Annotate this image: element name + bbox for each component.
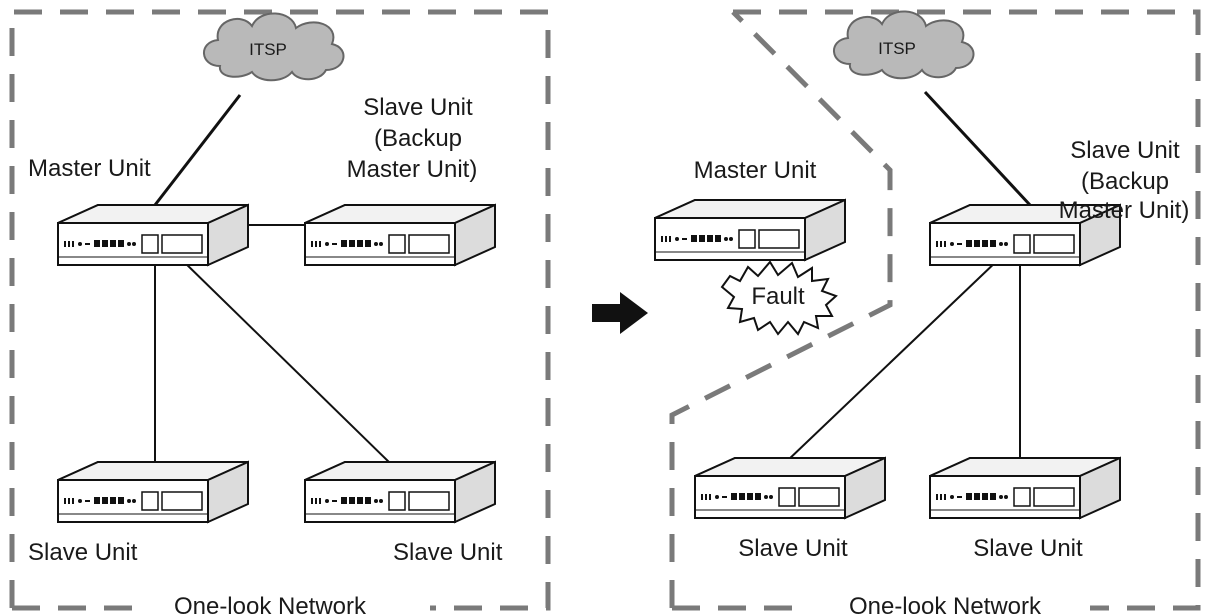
backup-right-label-line-1: Slave Unit (1070, 137, 1180, 164)
left-network-boundary (9, 9, 551, 611)
failed-master-label: Master Unit (694, 157, 817, 184)
backup-label-line-1: Slave Unit (363, 94, 473, 121)
master-unit-label: Master Unit (28, 155, 151, 182)
link-itsp-master (153, 94, 242, 206)
slave-unit-left-label-right: Slave Unit (738, 535, 848, 562)
fault-label: Fault (751, 283, 805, 310)
slave-unit-right-label-right: Slave Unit (973, 535, 1083, 562)
backup-right-label-line-2: (Backup (1081, 168, 1169, 195)
itsp-label-right: ITSP (878, 39, 916, 58)
right-network-label: One-look Network (849, 593, 1042, 616)
slave-unit-right-label: Slave Unit (393, 539, 503, 566)
slave-unit-left-device (57, 461, 249, 523)
master-unit-device (57, 204, 249, 266)
backup-master-unit-device (304, 204, 496, 266)
slave-unit-left-device-right (694, 457, 886, 519)
fault-burst-icon (720, 260, 838, 336)
failed-master-unit-device (654, 199, 846, 261)
slave-unit-right-device (304, 461, 496, 523)
slave-unit-left-label: Slave Unit (28, 539, 138, 566)
itsp-label: ITSP (249, 40, 287, 59)
link-itsp-backup (923, 90, 1032, 207)
right-network-boundary (733, 9, 1201, 611)
left-network-label: One-look Network (174, 593, 367, 616)
left-network: ITSP Master Unit Slave Unit (Backup Mast… (9, 9, 551, 616)
slave-unit-right-device-right (929, 457, 1121, 519)
link-master-slave-right (179, 257, 393, 466)
backup-label-line-2: (Backup (374, 125, 462, 152)
arrow-right-icon (592, 292, 648, 334)
backup-right-label-line-3: Master Unit) (1059, 197, 1190, 224)
backup-label-line-3: Master Unit) (347, 156, 478, 183)
right-network: ITSP Master Unit Fault Slave Unit (Backu… (654, 9, 1201, 616)
link-backup-slave-left (785, 257, 1001, 463)
